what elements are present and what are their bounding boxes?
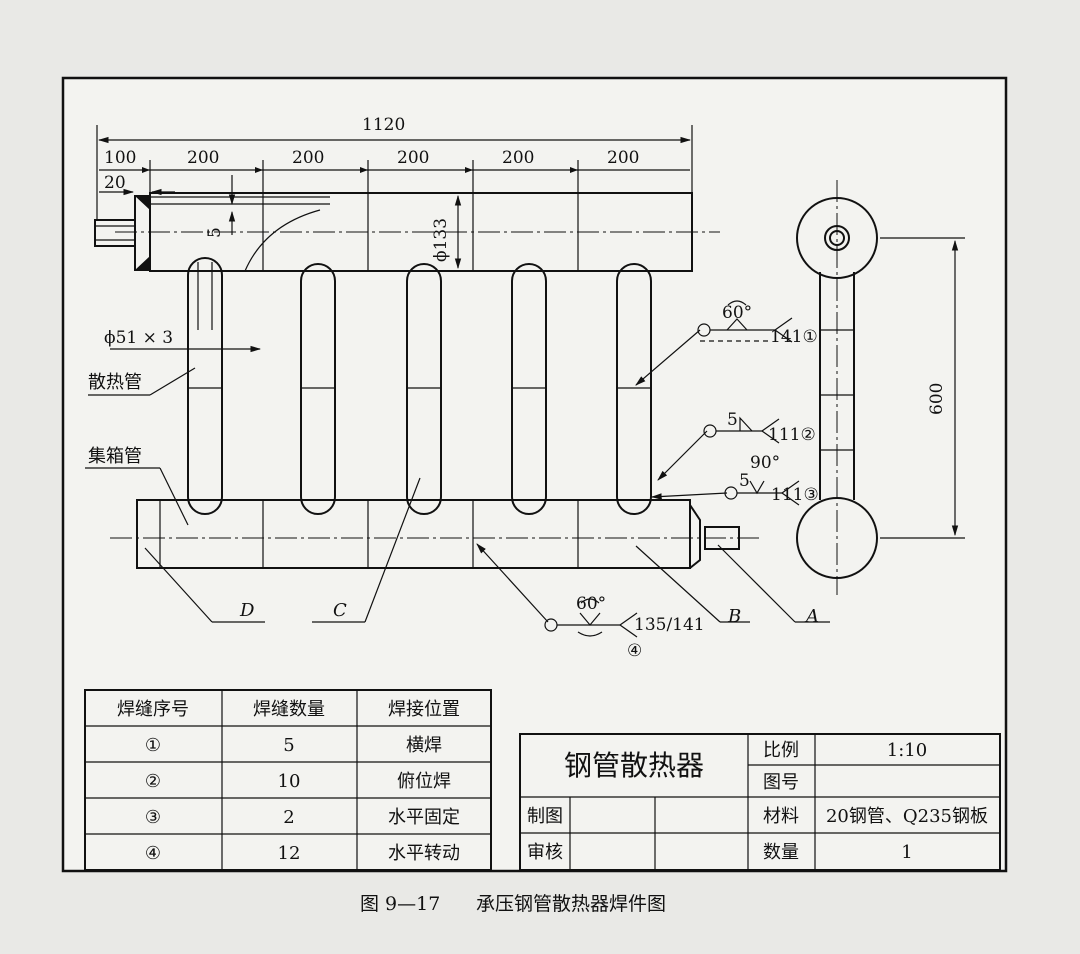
label-part-d: D — [239, 600, 255, 621]
weld-table-cell-r2-c1: ② — [145, 771, 161, 792]
dim-segment-6: 200 — [607, 148, 639, 168]
weld-table-header-1: 焊缝序号 — [117, 699, 189, 720]
weld-table-cell-r4-c2: 12 — [278, 843, 301, 864]
weld-table-cell-r3-c2: 2 — [283, 807, 294, 828]
weld-table-header-2: 焊缝数量 — [253, 699, 325, 720]
caption-title: 承压钢管散热器焊件图 — [476, 893, 666, 915]
weld-symbol-1 — [635, 300, 793, 386]
weld-3-angle: 90° — [750, 453, 780, 473]
weld-table-cell-r1-c2: 5 — [283, 735, 294, 756]
dim-gap: 5 — [205, 227, 225, 238]
weld-table-cell-r3-c1: ③ — [145, 807, 161, 828]
label-radiator-tube: 散热管 — [88, 372, 142, 393]
weld-table-cell-r3-c3: 水平固定 — [388, 807, 460, 828]
title-block-material-label: 材料 — [763, 806, 799, 827]
weld-1-angle: 60° — [722, 303, 752, 323]
weld-table-header-3: 焊接位置 — [388, 699, 460, 720]
weld-table-cell-r1-c1: ① — [145, 735, 161, 756]
weld-4-index: ④ — [627, 641, 642, 661]
weld-4-angle: 60° — [576, 594, 606, 614]
side-view — [796, 180, 965, 595]
title-block-scale-label: 比例 — [763, 740, 799, 761]
title-block — [519, 733, 1001, 871]
weld-table-cell-r2-c2: 10 — [278, 771, 301, 792]
bottom-header-tube — [110, 499, 760, 569]
weld-2-size: 5 — [727, 410, 738, 430]
weld-table — [84, 689, 492, 871]
dim-segment-3: 200 — [292, 148, 324, 168]
dim-diameter: ϕ133 — [431, 218, 451, 262]
weld-symbol-4 — [476, 543, 638, 638]
caption-figure-number: 图 9—17 — [360, 893, 440, 915]
label-part-b: B — [727, 606, 741, 627]
label-part-a: A — [804, 606, 819, 627]
title-block-quantity-value: 1 — [901, 842, 912, 863]
title-block-quantity-label: 数量 — [763, 842, 799, 863]
weld-1-text: 141① — [770, 327, 818, 347]
weld-table-cell-r2-c3: 俯位焊 — [397, 771, 451, 792]
drawing-border — [61, 76, 1008, 873]
dim-tube-spec: ϕ51 × 3 — [104, 328, 173, 348]
title-block-scale-value: 1:10 — [887, 740, 927, 761]
part-leaders — [85, 367, 830, 623]
weld-3-text: 111③ — [771, 485, 819, 505]
top-header-tube — [94, 192, 720, 272]
radiator-tubes — [187, 257, 652, 515]
dim-segment-1: 100 — [104, 148, 136, 168]
weld-symbol-2 — [657, 416, 780, 481]
weld-table-cell-r4-c1: ④ — [145, 843, 161, 864]
dim-segment-5: 200 — [502, 148, 534, 168]
weld-table-cell-r1-c3: 横焊 — [406, 735, 442, 756]
title-block-drafter-label: 制图 — [527, 806, 563, 827]
title-block-name: 钢管散热器 — [564, 749, 704, 782]
weld-symbol-3 — [650, 480, 800, 506]
weld-4-text: 135/141 — [634, 615, 705, 635]
title-block-drawing-no-label: 图号 — [763, 772, 799, 793]
title-block-material-value: 20钢管、Q235钢板 — [826, 806, 988, 827]
weld-table-cell-r4-c3: 水平转动 — [388, 843, 460, 864]
dim-height: 600 — [927, 383, 947, 415]
label-header-tube: 集箱管 — [88, 446, 142, 467]
weld-3-size: 5 — [739, 471, 750, 491]
label-part-c: C — [333, 600, 347, 621]
dim-segment-2: 200 — [187, 148, 219, 168]
dim-segment-4: 200 — [397, 148, 429, 168]
dim-offset: 20 — [104, 173, 126, 193]
dim-overall-length: 1120 — [362, 115, 405, 135]
dimension-lines — [96, 125, 693, 353]
title-block-reviewer-label: 审核 — [527, 842, 563, 863]
weld-2-text: 111② — [768, 425, 816, 445]
